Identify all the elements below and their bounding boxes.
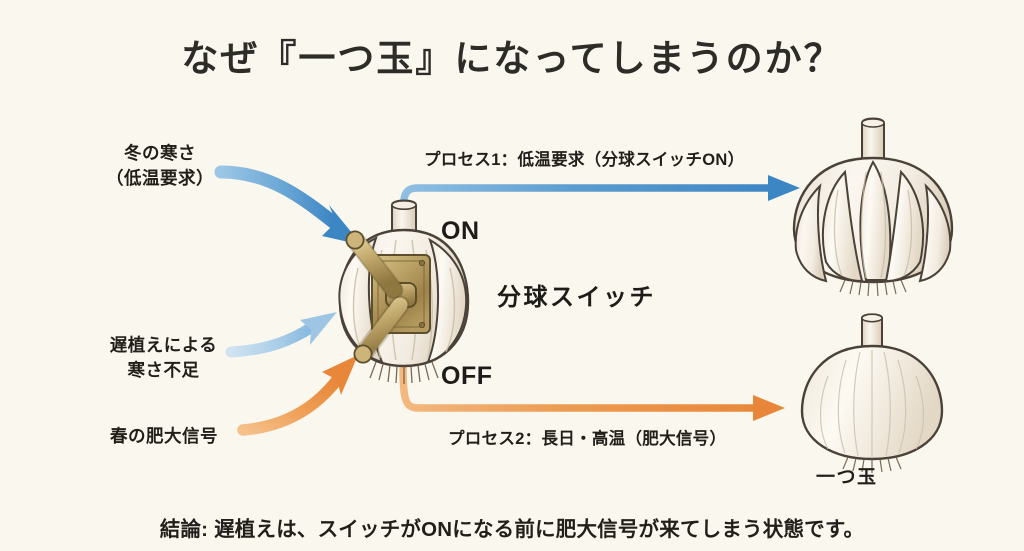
arrow-late-planting	[225, 312, 337, 358]
garlic-bulb-segmented	[792, 117, 954, 297]
arrow-spring-signal	[237, 355, 358, 436]
page-title: なぜ『一つ玉』になってしまうのか？	[181, 36, 843, 80]
input-label-late-planting: 遅植えによる 寒さ不足	[109, 335, 218, 380]
output-caption-single-bulb: 一つ玉	[816, 467, 878, 488]
switch-state-on-label: ON	[441, 217, 480, 245]
switch-lever-off[interactable]	[353, 295, 410, 364]
process2-label: プロセス2：長日・高温（肥大信号）	[448, 430, 727, 448]
switch-state-off-label: OFF	[441, 362, 493, 390]
input-label-spring-signal: 春の肥大信号	[110, 426, 218, 446]
garlic-bulb-single	[800, 313, 944, 473]
switch-name-label: 分球スイッチ	[497, 284, 656, 311]
input-label-winter-cold: 冬の寒さ （低温要求）	[106, 143, 214, 188]
process1-label: プロセス1：低温要求（分球スイッチON）	[424, 151, 745, 169]
conclusion-text: 結論: 遅植えは、スイッチがONになる前に肥大信号が来てしまう状態です。	[159, 518, 865, 541]
switch-lever-on[interactable]	[345, 230, 404, 300]
garlic-switch-illustration[interactable]	[338, 199, 470, 385]
arrow-winter-cold	[214, 165, 362, 245]
